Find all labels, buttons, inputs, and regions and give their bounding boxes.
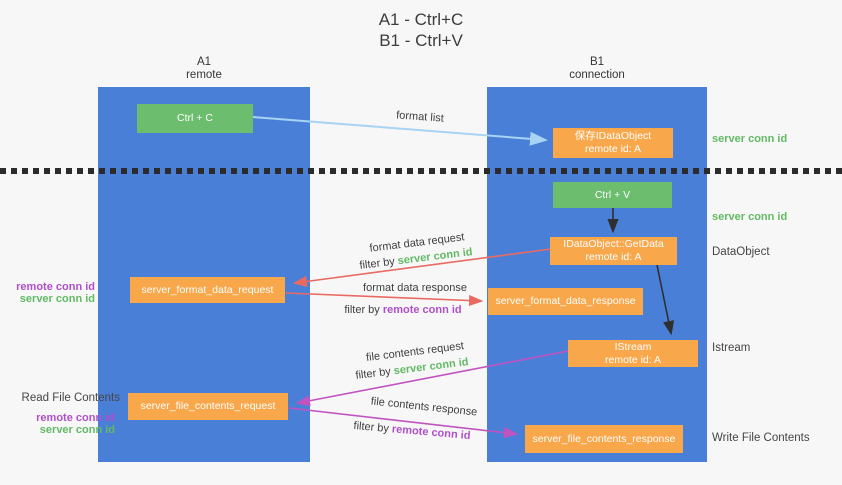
annotation-server-conn-id-top-left: server conn id (19, 293, 95, 305)
filter-by-text: filter by (358, 255, 396, 272)
format-data-response-arrow (285, 292, 484, 307)
node-ctrl-c-label: Ctrl + C (177, 112, 213, 124)
label-file-contents-response: file contents response (370, 395, 478, 419)
remote-conn-id-text: remote conn id (391, 423, 471, 443)
node-getdata-line1: IDataObject::GetData (563, 238, 664, 250)
node-ctrl-c: Ctrl + C (137, 104, 253, 133)
lane-b1-role: connection (569, 69, 625, 81)
machine-boundary-dotted-line (0, 168, 842, 174)
node-server-file-contents-request-label: server_file_contents_request (140, 400, 276, 412)
node-save-idataobject-line1: 保存IDataObject (574, 130, 652, 142)
node-istream-line1: IStream (614, 340, 652, 353)
node-server-format-data-request: server_format_data_request (130, 277, 285, 303)
node-server-file-contents-response-label: server_file_contents_response (532, 432, 676, 445)
node-server-format-data-response: server_format_data_response (488, 288, 643, 315)
lane-a1-name: A1 (196, 56, 212, 68)
label-format-data-response: format data response (363, 282, 467, 294)
label-format-list: format list (395, 109, 445, 125)
node-getdata-line2: remote id: A (585, 251, 642, 263)
annotation-remote-conn-id-bottom-left: remote conn id (36, 412, 115, 424)
annotation-server-conn-id-mid-right: server conn id (712, 211, 788, 223)
node-istream: IStream remote id: A (568, 340, 698, 367)
remote-conn-id-text: remote conn id (382, 304, 462, 316)
filter-by-text: filter by (354, 365, 392, 382)
node-ctrl-v-label: Ctrl + V (594, 188, 631, 201)
annotation-server-conn-id-bottom-left: server conn id (39, 424, 115, 436)
lane-b1-header: B1 connection (527, 56, 667, 82)
annotation-server-conn-id-top-right: server conn id (712, 133, 788, 145)
title-line-2: B1 - Ctrl+V (379, 31, 463, 50)
node-ctrl-v: Ctrl + V (553, 182, 672, 208)
annotation-read-file-contents: Read File Contents (21, 392, 120, 404)
node-server-format-data-request-label: server_format_data_request (141, 283, 274, 296)
filter-by-text: filter by (353, 419, 390, 435)
node-istream-line2: remote id: A (604, 353, 662, 366)
node-server-file-contents-response: server_file_contents_response (525, 425, 683, 453)
title-line-1: A1 - Ctrl+C (378, 10, 464, 29)
lane-b1-name: B1 (589, 56, 605, 68)
lane-a1-header: A1 remote (134, 56, 274, 82)
lane-a1-role: remote (186, 69, 222, 81)
node-save-idataobject: 保存IDataObject remote id: A (553, 128, 673, 158)
node-server-format-data-response-label: server_format_data_response (495, 295, 636, 307)
diagram-title: A1 - Ctrl+C B1 - Ctrl+V (0, 9, 842, 51)
annotation-remote-conn-id-top-left: remote conn id (16, 281, 95, 293)
node-idataobject-getdata: IDataObject::GetData remote id: A (550, 237, 677, 265)
filter-by-text: filter by (344, 304, 380, 316)
annotation-istream: Istream (712, 342, 751, 354)
node-server-file-contents-request: server_file_contents_request (128, 393, 288, 420)
annotation-write-file-contents: Write File Contents (712, 432, 810, 444)
node-save-idataobject-line2: remote id: A (584, 143, 642, 155)
annotation-dataobject: DataObject (712, 246, 770, 258)
